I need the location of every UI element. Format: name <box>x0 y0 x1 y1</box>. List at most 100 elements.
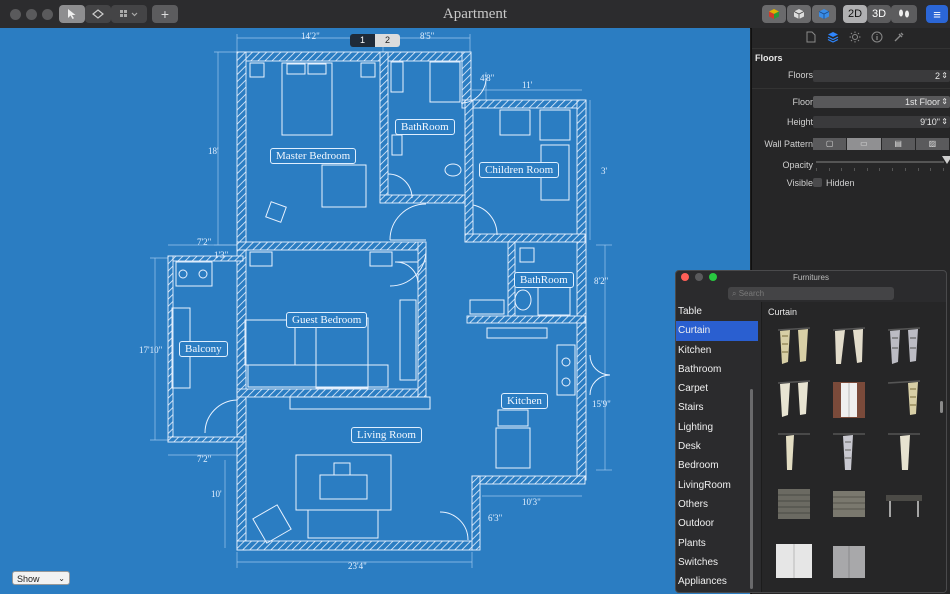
height-stepper[interactable]: 9'10" ⇕ <box>813 116 950 128</box>
view-2d-button[interactable]: 2D <box>843 5 867 23</box>
show-select-value: Show <box>17 574 40 584</box>
shape-icon <box>92 9 104 19</box>
object-library-button[interactable] <box>762 5 786 23</box>
page-switcher[interactable]: 1 2 <box>350 34 400 47</box>
dimension-label: 14'2" <box>301 31 320 41</box>
dimension-label: 15'9" <box>592 399 611 409</box>
stepper-icon[interactable]: ⇕ <box>941 71 948 80</box>
room-label-bathroom-2[interactable]: BathRoom <box>514 272 574 288</box>
pattern-image-icon[interactable]: ▨ <box>915 138 949 150</box>
furniture-grid[interactable]: Curtain <box>761 302 946 592</box>
close-button[interactable] <box>10 9 21 20</box>
room-label-balcony[interactable]: Balcony <box>179 341 228 357</box>
category-item[interactable]: Carpet <box>678 383 709 395</box>
category-item[interactable]: Outdoor <box>678 518 715 530</box>
blind-thumbnail[interactable] <box>827 483 871 527</box>
inspector-tabs <box>752 28 950 48</box>
draw-tool-button[interactable] <box>85 5 111 23</box>
curtain-thumbnail[interactable] <box>772 377 816 421</box>
pattern-solid-icon[interactable]: ▭ <box>847 138 881 150</box>
curtain-thumbnail[interactable] <box>882 377 926 421</box>
category-scrollbar[interactable] <box>750 389 753 589</box>
floors-stepper[interactable]: 2 ⇕ <box>813 70 950 82</box>
panel-thumbnail[interactable] <box>772 536 816 580</box>
category-item[interactable]: Appliances <box>678 576 727 588</box>
category-item[interactable]: Bedroom <box>678 460 719 472</box>
curtain-thumbnail[interactable] <box>882 324 926 368</box>
category-item[interactable]: Table <box>678 306 702 317</box>
info-tab-icon[interactable] <box>870 31 884 45</box>
footprints-icon <box>899 9 909 18</box>
panel-zoom-button[interactable] <box>709 273 717 281</box>
add-button[interactable]: + <box>152 5 178 23</box>
curtain-thumbnail[interactable] <box>827 377 871 421</box>
panel-minimize-button[interactable] <box>695 273 703 281</box>
opacity-slider[interactable] <box>816 161 944 163</box>
dimension-label: 8'2" <box>594 276 609 286</box>
room-label-master-bedroom[interactable]: Master Bedroom <box>270 148 357 164</box>
dimension-label: 11' <box>522 80 533 90</box>
curtain-thumbnail[interactable] <box>827 324 871 368</box>
category-item[interactable]: Desk <box>678 441 701 453</box>
page-1-button[interactable]: 1 <box>350 34 375 47</box>
chevron-down-icon: ⌄ <box>58 574 65 583</box>
category-item-selected[interactable]: Curtain <box>676 321 758 341</box>
grid-scrollbar[interactable] <box>940 401 943 413</box>
page-2-button[interactable]: 2 <box>375 34 400 47</box>
light-tab-icon[interactable] <box>848 31 862 45</box>
floor-label: Floor <box>792 97 813 107</box>
divider <box>752 48 950 49</box>
category-item[interactable]: Kitchen <box>678 344 712 356</box>
curtain-thumbnail[interactable] <box>772 430 816 474</box>
cursor-icon <box>68 9 76 19</box>
dimension-label: 7'2" <box>197 237 212 247</box>
category-item[interactable]: Bathroom <box>678 363 722 375</box>
floor-value: 1st Floor <box>904 97 940 107</box>
room-label-bathroom-1[interactable]: BathRoom <box>395 119 455 135</box>
grid-menu-button[interactable] <box>111 5 147 23</box>
minimize-button[interactable] <box>26 9 37 20</box>
wall-pattern-segmented[interactable]: ▢ ▭ ▤ ▨ <box>813 138 949 150</box>
blind-thumbnail[interactable] <box>882 483 926 527</box>
sidebar-toggle-button[interactable]: ≡ <box>926 5 948 23</box>
zoom-button[interactable] <box>42 9 53 20</box>
curtain-thumbnail[interactable] <box>882 430 926 474</box>
furniture-search-input[interactable]: ⌕ Search <box>728 287 894 300</box>
object-button[interactable] <box>787 5 811 23</box>
pattern-none-icon[interactable]: ▢ <box>813 138 847 150</box>
material-button[interactable] <box>812 5 836 23</box>
walk-mode-button[interactable] <box>891 5 917 23</box>
category-list[interactable]: Table Curtain Kitchen Bathroom Carpet St… <box>676 302 758 592</box>
show-select[interactable]: Show ⌄ <box>12 571 70 585</box>
wall-pattern-label: Wall Pattern <box>764 139 813 149</box>
floor-plan-canvas[interactable]: 1 2 Master Bedroom BathRoom Children Roo… <box>0 28 750 594</box>
document-tab-icon[interactable] <box>804 31 818 45</box>
grid-icon <box>120 10 138 17</box>
panel-thumbnail[interactable] <box>827 536 871 580</box>
floor-popup[interactable]: 1st Floor ⇕ <box>813 96 950 108</box>
view-3d-button[interactable]: 3D <box>867 5 891 23</box>
room-label-kitchen[interactable]: Kitchen <box>501 393 548 409</box>
room-label-guest-bedroom[interactable]: Guest Bedroom <box>286 312 368 328</box>
category-item[interactable]: Switches <box>678 556 719 568</box>
room-label-living-room[interactable]: Living Room <box>351 427 422 443</box>
panel-close-button[interactable] <box>681 273 689 281</box>
category-item[interactable]: LivingRoom <box>678 479 731 491</box>
stepper-icon[interactable]: ⇕ <box>941 117 948 126</box>
hidden-checkbox[interactable] <box>813 178 822 187</box>
blind-thumbnail[interactable] <box>772 483 816 527</box>
curtain-thumbnail[interactable] <box>827 430 871 474</box>
category-item[interactable]: Lighting <box>678 421 714 433</box>
pattern-lines-icon[interactable]: ▤ <box>881 138 915 150</box>
category-item[interactable]: Stairs <box>678 402 704 414</box>
select-tool-button[interactable] <box>59 5 85 23</box>
room-label-children-room[interactable]: Children Room <box>479 162 560 178</box>
dimension-label: 23'4" <box>348 561 367 571</box>
opacity-slider-knob[interactable] <box>942 156 950 164</box>
curtain-thumbnail[interactable] <box>772 324 816 368</box>
plus-icon: + <box>160 6 170 22</box>
category-item[interactable]: Plants <box>678 537 706 549</box>
eyedropper-tab-icon[interactable] <box>892 31 906 45</box>
layers-tab-icon[interactable] <box>826 31 840 45</box>
category-item[interactable]: Others <box>678 498 709 510</box>
